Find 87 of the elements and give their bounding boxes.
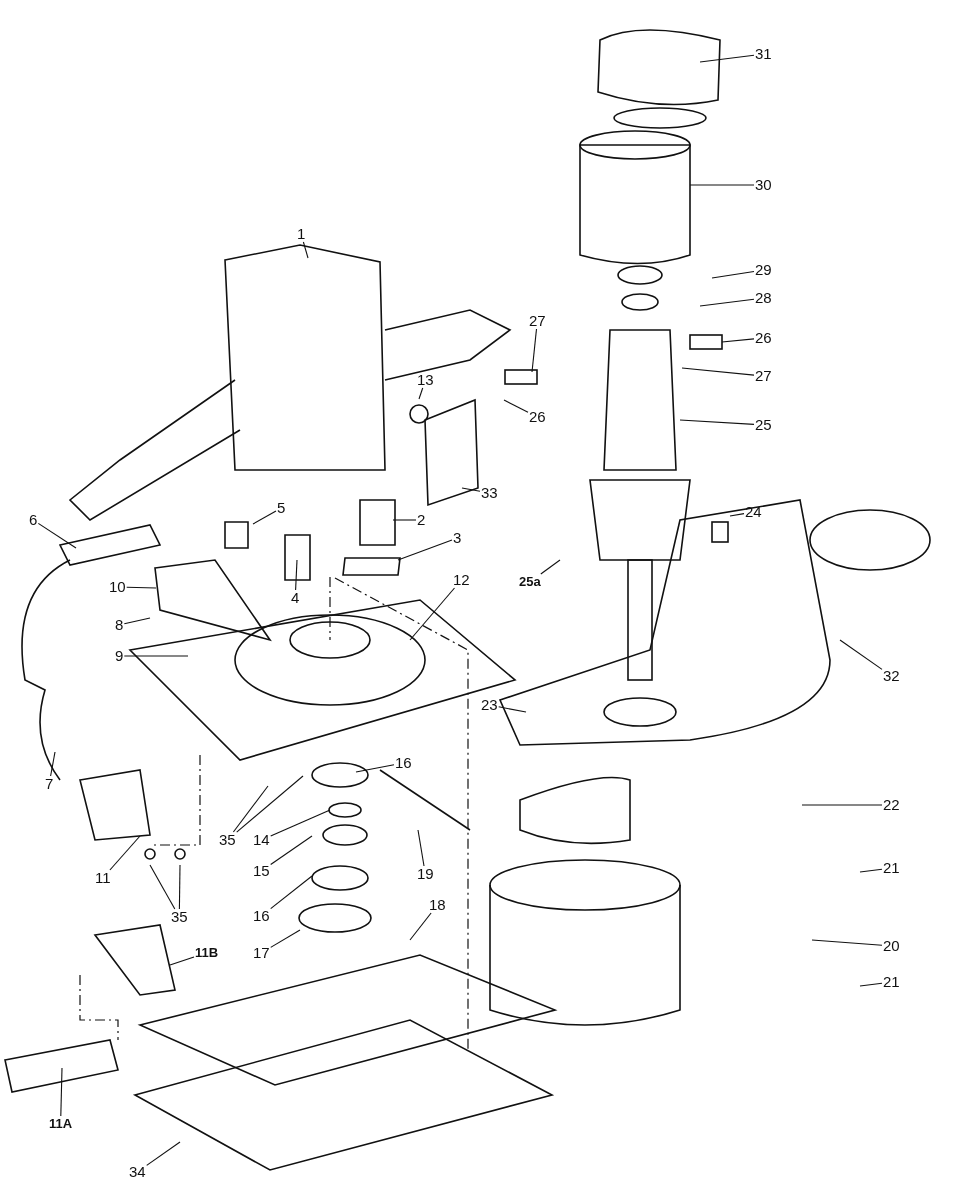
callout-number: 35 — [218, 832, 237, 848]
callout-number: 14 — [252, 832, 271, 848]
leader-line — [270, 875, 313, 910]
callout-number: 28 — [754, 290, 773, 306]
leader-line — [123, 617, 151, 625]
leader-line — [679, 419, 755, 425]
leader-line — [236, 775, 304, 833]
leader-line — [409, 587, 456, 641]
callout-number: 26 — [754, 330, 773, 346]
callout-number: 25a — [518, 574, 542, 590]
leader-line — [295, 559, 298, 591]
leader-line — [178, 864, 181, 910]
callout-number: 4 — [290, 590, 301, 606]
callout-number: 34 — [128, 1164, 147, 1180]
leader-line — [461, 487, 481, 492]
leader-line — [417, 829, 425, 867]
leader-line — [252, 510, 277, 525]
leader-line — [60, 1067, 63, 1117]
callout-number: 16 — [252, 908, 271, 924]
leader-line — [302, 241, 309, 259]
callout-number: 19 — [416, 866, 435, 882]
callout-number: 21 — [882, 860, 901, 876]
callout-number: 11B — [194, 945, 220, 961]
callout-number: 24 — [744, 504, 763, 520]
callout-number: 1 — [296, 226, 307, 242]
callout-number: 30 — [754, 177, 773, 193]
callout-number: 20 — [882, 938, 901, 954]
callout-number: 31 — [754, 46, 773, 62]
leader-line — [498, 706, 527, 713]
leader-line — [50, 751, 56, 777]
leader-line — [169, 956, 195, 966]
leader-line — [109, 835, 141, 871]
callout-number: 8 — [114, 617, 125, 633]
leader-line — [409, 912, 432, 941]
leader-line — [270, 929, 301, 948]
callout-number: 23 — [480, 697, 499, 713]
leader-line — [801, 804, 883, 806]
leader-line — [397, 539, 453, 561]
callout-number: 10 — [108, 579, 127, 595]
leader-line — [699, 54, 755, 63]
callout-number: 25 — [754, 417, 773, 433]
leader-line — [232, 785, 269, 833]
leader-line — [392, 519, 417, 521]
leader-line — [681, 367, 755, 376]
leader-line — [859, 982, 883, 987]
callout-number: 11 — [94, 870, 112, 886]
leader-line — [711, 270, 755, 279]
callout-number: 2 — [416, 512, 427, 528]
leader-line — [689, 184, 755, 186]
callout-number: 16 — [394, 755, 413, 771]
leader-line — [149, 864, 176, 910]
leader-line — [721, 338, 755, 343]
callout-number: 33 — [480, 485, 499, 501]
callout-number: 22 — [882, 797, 901, 813]
leader-line — [531, 328, 538, 373]
callout-number: 11A — [48, 1116, 74, 1132]
callout-number: 12 — [452, 572, 471, 588]
leader-line — [699, 298, 755, 307]
callout-number: 26 — [528, 409, 547, 425]
callout-number: 5 — [276, 500, 287, 516]
callout-number: 9 — [114, 648, 125, 664]
callout-number: 13 — [416, 372, 435, 388]
callout-number: 29 — [754, 262, 773, 278]
leader-line — [839, 639, 883, 670]
callout-number: 35 — [170, 909, 189, 925]
leader-line — [270, 835, 313, 866]
callout-number: 18 — [428, 897, 447, 913]
callout-number: 27 — [528, 313, 547, 329]
callout-number: 7 — [44, 776, 55, 792]
callout-number: 21 — [882, 974, 901, 990]
leader-line — [859, 868, 883, 873]
leader-line — [418, 387, 424, 400]
callout-number: 27 — [754, 368, 773, 384]
leader-line — [503, 399, 529, 413]
callout-number: 32 — [882, 668, 901, 684]
leader-line — [126, 586, 157, 589]
callout-number: 17 — [252, 945, 271, 961]
leader-line — [811, 939, 883, 946]
leader-line — [540, 559, 561, 575]
leader-line — [270, 809, 331, 837]
leader-line — [355, 764, 395, 773]
callout-number: 15 — [252, 863, 271, 879]
callout-number: 3 — [452, 530, 463, 546]
callout-number: 6 — [28, 512, 39, 528]
leader-line — [37, 522, 77, 549]
leader-line — [729, 513, 745, 517]
leader-line — [146, 1141, 181, 1166]
